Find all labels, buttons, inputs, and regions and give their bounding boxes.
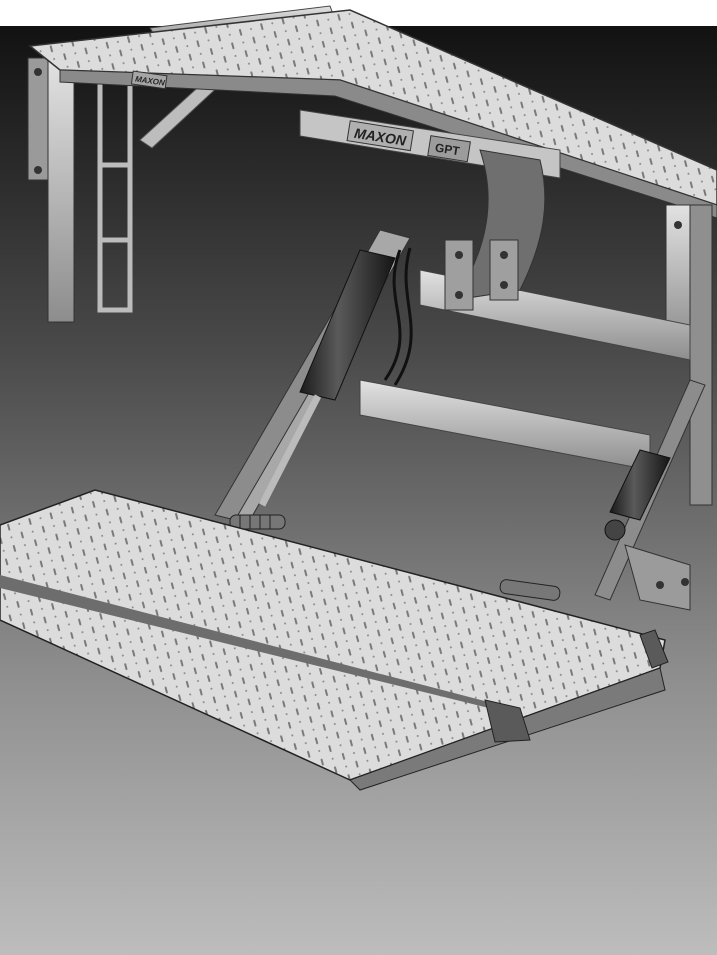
left-post-outer xyxy=(27,57,49,181)
right-post-inner xyxy=(689,204,713,506)
gradient-backdrop xyxy=(0,26,717,955)
right-cylinder xyxy=(609,449,671,521)
top-platform-edge xyxy=(59,69,717,219)
platform-fold-seam xyxy=(0,575,505,712)
left-post xyxy=(47,57,75,323)
small-brand-label: MAXON xyxy=(135,74,166,87)
left-torsion-spring xyxy=(229,514,286,530)
chain-hook xyxy=(639,629,669,669)
model-label: GPT xyxy=(434,141,461,159)
right-torsion-spring xyxy=(499,579,561,601)
hydraulic-cylinder xyxy=(299,249,396,401)
right-pivot-bracket xyxy=(624,544,691,611)
rear-curved-plate xyxy=(453,149,546,301)
platform-hinge xyxy=(484,699,531,743)
mount-plate xyxy=(444,239,474,311)
cylinder-rod xyxy=(258,394,322,507)
hydraulic-hose xyxy=(383,249,402,381)
right-roller xyxy=(604,519,626,541)
